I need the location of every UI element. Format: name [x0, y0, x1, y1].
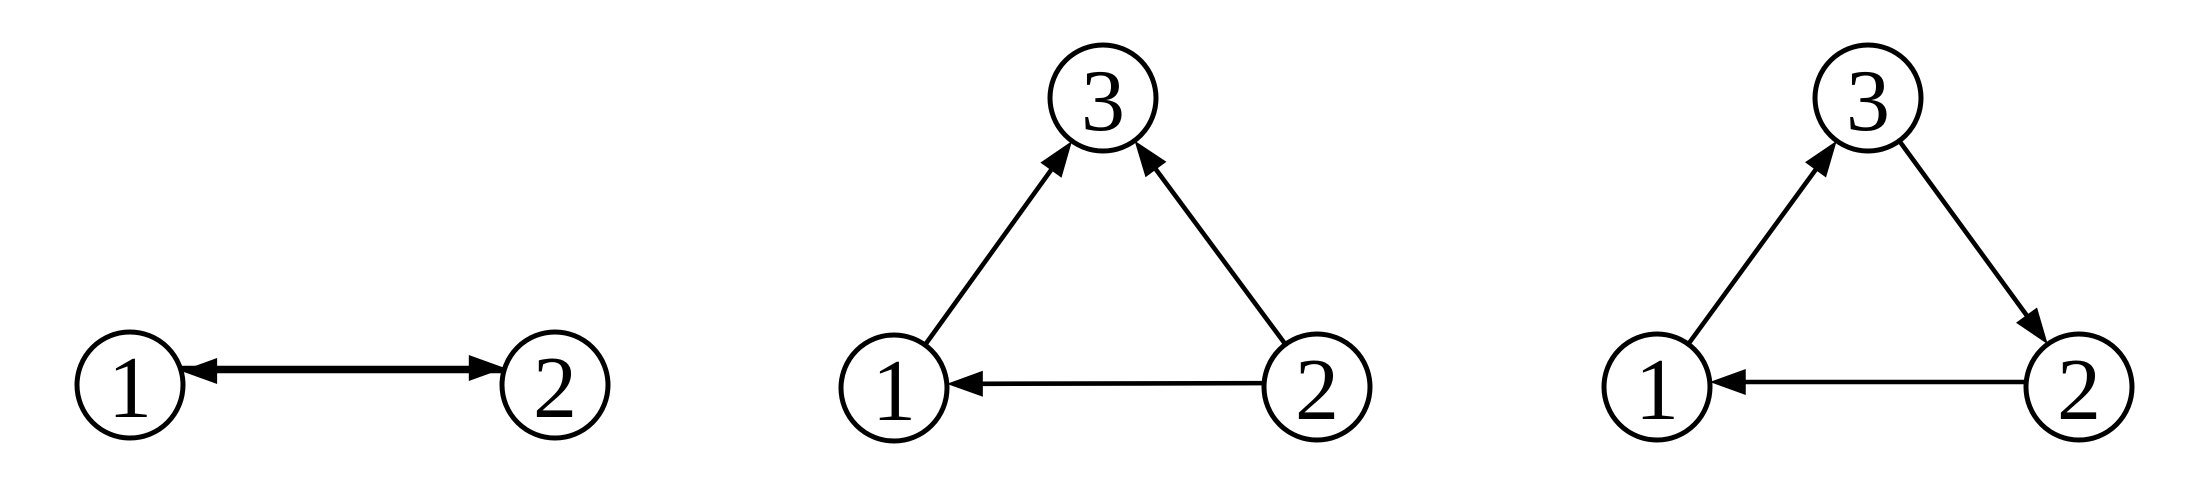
digraph-shared-sink-node-1-circle: [838, 332, 950, 444]
digraph-shared-sink-edge-2-1: [980, 380, 1265, 387]
digraph-two-node-mutual-arrowhead-2-1: [181, 358, 218, 384]
digraph-cycle-arrowhead-2-1: [1709, 369, 1746, 395]
digraph-shared-sink-node-3-label: 3: [1081, 53, 1125, 150]
digraph-cycle-node-3-circle: [1812, 42, 1924, 154]
digraph-cycle-node-3-label: 3: [1846, 53, 1890, 150]
digraph-two-node-mutual-arrowhead-1-2: [468, 355, 505, 381]
digraph-two-node-mutual-node-2-label: 2: [533, 340, 577, 437]
digraph-shared-sink-edge-1-3: [923, 167, 1054, 347]
digraph-cycle-arrowhead-1-3: [1805, 140, 1837, 178]
digraph-two-node-mutual-node-1-label: 1: [108, 340, 152, 437]
digraph-shared-sink-node-2-label: 2: [1295, 342, 1339, 439]
digraph-cycle-arrowhead-3-2: [2016, 307, 2048, 345]
digraph-shared-sink-arrowhead-2-1: [946, 370, 983, 397]
digraph-cycle-node-2-label: 2: [2057, 342, 2101, 439]
digraph-shared-sink-edge-2-3: [1152, 166, 1288, 346]
digraph-cycle-node-1-circle: [1601, 331, 1713, 443]
digraph-cycle-node-1-label: 1: [1635, 342, 1679, 439]
digraph-two-node-mutual-node-1-circle: [74, 329, 186, 441]
digraph-cycle-edge-3-2: [1897, 139, 2030, 319]
digraph-shared-sink-node-2-circle: [1261, 331, 1373, 443]
digraph-shared-sink-node-3-circle: [1047, 42, 1159, 154]
digraph-shared-sink-node-1-label: 1: [872, 343, 916, 440]
digraph-cycle-edge-1-3: [1686, 166, 1819, 346]
digraph-shared-sink-arrowhead-1-3: [1040, 140, 1073, 178]
digraph-two-node-mutual-node-2-circle: [499, 329, 611, 441]
digraph-cycle: 1 2 3: [1601, 42, 2135, 443]
digraph-cycle-node-2-circle: [2023, 331, 2135, 443]
digraph-shared-sink-arrowhead-2-3: [1134, 140, 1167, 178]
digraph-shared-sink: 1 2 3: [838, 42, 1373, 444]
